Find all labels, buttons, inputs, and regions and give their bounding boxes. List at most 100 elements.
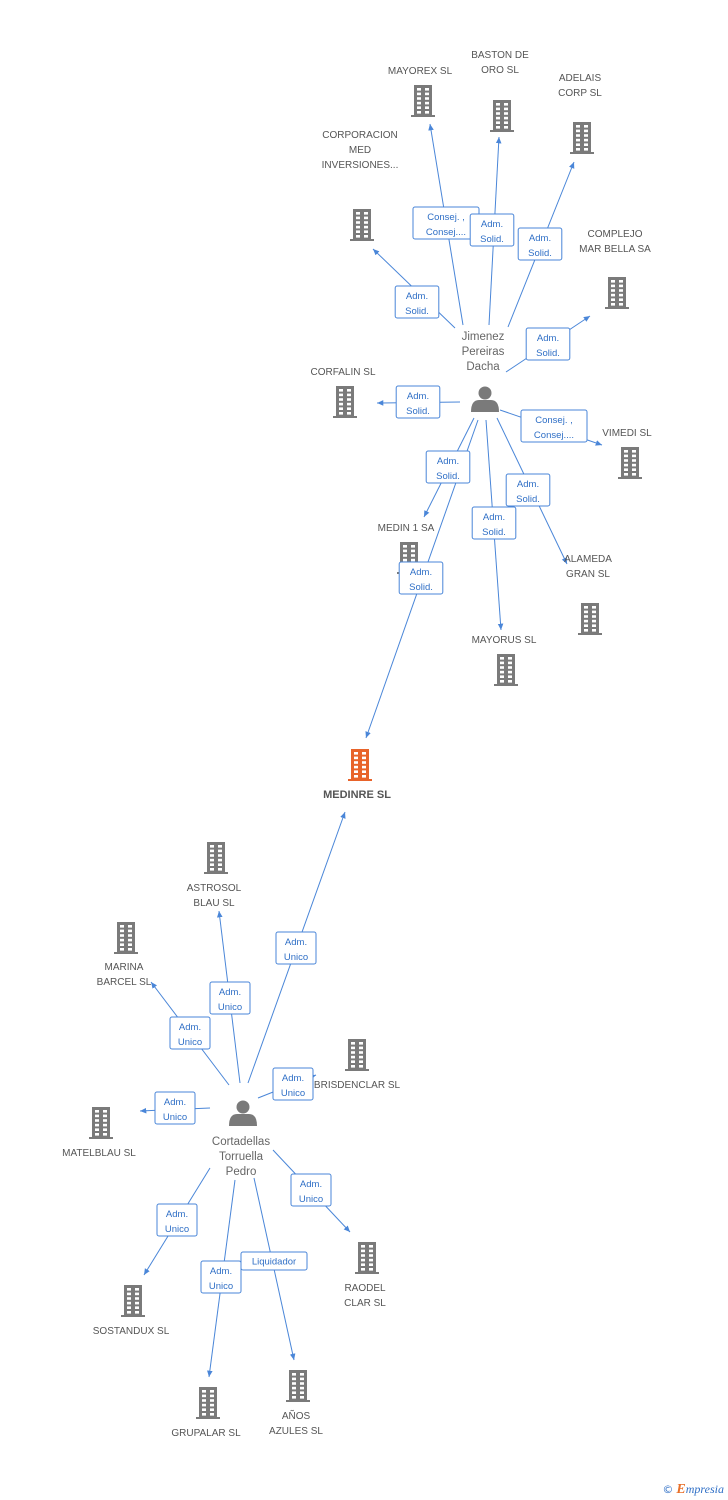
edge-label-text: Adm. Unico bbox=[178, 1022, 202, 1048]
edge-label-text-line: Adm. bbox=[210, 1266, 232, 1277]
company-label-anos-line: AÑOS bbox=[282, 1409, 311, 1422]
edge-label-text-line: Solid. bbox=[406, 406, 430, 417]
edge-label-text: Adm.Unico bbox=[163, 1097, 187, 1123]
person-icon-jimenez[interactable] bbox=[471, 386, 499, 413]
edge-label-text-line: Adm. bbox=[179, 1022, 201, 1033]
company-label-corporacion-line: INVERSIONES... bbox=[322, 160, 399, 171]
edge-label-box bbox=[517, 227, 563, 261]
company-building-icon-complejo[interactable] bbox=[605, 277, 629, 309]
edge-label-cortadellas-to-astrosol[interactable]: Adm.Unico bbox=[209, 981, 251, 1015]
company-label-alameda-line: ALAMEDA bbox=[564, 554, 612, 565]
company-building-icon-matelblau[interactable] bbox=[89, 1107, 113, 1139]
edge-label-text-line: Solid. bbox=[528, 248, 552, 259]
edge-label-cortadellas-to-brisdenclar[interactable]: Adm.Unico bbox=[272, 1067, 314, 1101]
edge-label-cortadellas-to-grupalar[interactable]: Adm.Unico bbox=[200, 1260, 242, 1294]
edge-label-text-line: Adm. bbox=[437, 456, 459, 467]
edge-label-jimenez-to-mayorus[interactable]: Adm.Solid. bbox=[471, 506, 517, 540]
edge-label-jimenez-to-corporacion[interactable]: Adm.Solid. bbox=[394, 285, 440, 319]
edge-label-box bbox=[505, 473, 551, 507]
edge-label-jimenez-to-corfalin[interactable]: Adm. Solid. bbox=[395, 385, 441, 419]
edge-label-box bbox=[169, 1016, 211, 1050]
edge-label-text-line: Liquidador bbox=[252, 1257, 296, 1268]
edge-label-text: Adm.Unico bbox=[165, 1209, 189, 1235]
edge-label-jimenez-to-medinre[interactable]: Adm.Solid. bbox=[398, 561, 444, 595]
edge-label-text-line: Adm. bbox=[481, 219, 503, 230]
edge-label-text-line: Adm. bbox=[407, 391, 429, 402]
edge-label-box bbox=[272, 1067, 314, 1101]
company-label-mayorex-line: MAYOREX SL bbox=[388, 66, 453, 77]
edge-label-cortadellas-to-medinre[interactable]: Adm.Unico bbox=[275, 931, 317, 965]
edge-label-cortadellas-to-sostandux[interactable]: Adm.Unico bbox=[156, 1203, 198, 1237]
company-label-marina-line: BARCEL SL bbox=[97, 977, 152, 988]
edge-label-text-line: Unico bbox=[178, 1037, 202, 1048]
edge-label-jimenez-to-adelais[interactable]: Adm. Solid. bbox=[517, 227, 563, 261]
company-building-icon-astrosol[interactable] bbox=[204, 842, 228, 874]
edge-label-text-line: Consej. , bbox=[535, 415, 573, 426]
person-label-cortadellas-line: Torruella bbox=[219, 1151, 264, 1163]
company-building-icon-brisdenclar[interactable] bbox=[345, 1039, 369, 1071]
edge-label-box bbox=[520, 409, 588, 443]
edge-label-jimenez-to-alameda[interactable]: Adm.Solid. bbox=[505, 473, 551, 507]
edge-label-jimenez-to-mayorex[interactable]: Consej. ,Consej.... bbox=[412, 206, 480, 240]
company-building-icon-sostandux[interactable] bbox=[121, 1285, 145, 1317]
edge-label-text-line: Unico bbox=[299, 1194, 323, 1205]
edge-label-jimenez-to-baston[interactable]: Adm. Solid. bbox=[469, 213, 515, 247]
company-building-icon-raodel[interactable] bbox=[355, 1242, 379, 1274]
edge-label-box bbox=[275, 931, 317, 965]
company-label-matelblau: MATELBLAU SL bbox=[62, 1148, 136, 1159]
company-label-mayorus-line: MAYORUS SL bbox=[472, 635, 537, 646]
company-building-icon-anos[interactable] bbox=[286, 1370, 310, 1402]
edge-label-jimenez-to-medin1[interactable]: Adm.Solid. bbox=[425, 450, 471, 484]
company-label-anos-line: AZULES SL bbox=[269, 1426, 323, 1437]
edge-label-text-line: Adm. bbox=[517, 479, 539, 490]
edge-label-box bbox=[471, 506, 517, 540]
edge-label-cortadellas-to-raodel[interactable]: Adm. Unico bbox=[290, 1173, 332, 1207]
edge-label-text: Adm.Unico bbox=[284, 937, 308, 963]
edge-label-cortadellas-to-matelblau[interactable]: Adm.Unico bbox=[154, 1091, 196, 1125]
edge-label-box bbox=[395, 385, 441, 419]
center-company-building-icon[interactable] bbox=[348, 749, 372, 781]
edge-label-cortadellas-to-anos[interactable]: Liquidador bbox=[240, 1251, 308, 1271]
edge-label-text-line: Consej.... bbox=[534, 430, 574, 441]
company-building-icon-grupalar[interactable] bbox=[196, 1387, 220, 1419]
company-label-brisdenclar: BRISDENCLAR SL bbox=[314, 1080, 401, 1091]
edge-label-text-line: Adm. bbox=[219, 987, 241, 998]
company-building-icon-mayorex[interactable] bbox=[411, 85, 435, 117]
company-label-medin1-line: MEDIN 1 SA bbox=[378, 523, 435, 534]
edge-label-text: Liquidador bbox=[252, 1257, 296, 1268]
company-building-icon-corporacion[interactable] bbox=[350, 209, 374, 241]
edge-label-text-line: Adm. bbox=[537, 333, 559, 344]
edge-label-jimenez-to-vimedi[interactable]: Consej. , Consej.... bbox=[520, 409, 588, 443]
company-building-icon-baston[interactable] bbox=[490, 100, 514, 132]
company-label-vimedi: VIMEDI SL bbox=[602, 428, 652, 439]
company-building-icon-marina[interactable] bbox=[114, 922, 138, 954]
company-building-icon-mayorus[interactable] bbox=[494, 654, 518, 686]
company-label-anos: AÑOS AZULES SL bbox=[269, 1409, 323, 1437]
company-label-corporacion: CORPORACION MED INVERSIONES... bbox=[322, 130, 399, 171]
edge-label-text: Adm. Solid. bbox=[528, 233, 552, 259]
company-building-icon-adelais[interactable] bbox=[570, 122, 594, 154]
company-building-icon-vimedi[interactable] bbox=[618, 447, 642, 479]
edge-label-text-line: Adm. bbox=[285, 937, 307, 948]
company-label-corporacion-line: CORPORACION bbox=[322, 130, 398, 141]
company-building-icon-corfalin[interactable] bbox=[333, 386, 357, 418]
company-label-astrosol-line: BLAU SL bbox=[193, 898, 235, 909]
edge-label-text-line: Solid. bbox=[480, 234, 504, 245]
edge-label-text-line: Unico bbox=[163, 1112, 187, 1123]
person-icon-cortadellas[interactable] bbox=[229, 1100, 257, 1127]
edge-label-jimenez-to-complejo[interactable]: Adm.Solid. bbox=[525, 327, 571, 361]
company-label-baston-line: ORO SL bbox=[481, 65, 519, 76]
company-building-icon-alameda[interactable] bbox=[578, 603, 602, 635]
company-label-corporacion-line: MED bbox=[349, 145, 371, 156]
edge-label-box bbox=[154, 1091, 196, 1125]
edge-label-text-line: Adm. bbox=[529, 233, 551, 244]
edge-label-box bbox=[525, 327, 571, 361]
company-label-grupalar-line: GRUPALAR SL bbox=[171, 1428, 241, 1439]
edge-label-text-line: Adm. bbox=[300, 1179, 322, 1190]
edge-label-box bbox=[156, 1203, 198, 1237]
edge-label-cortadellas-to-marina[interactable]: Adm. Unico bbox=[169, 1016, 211, 1050]
brand-footer[interactable]: ©Empresia bbox=[662, 1482, 724, 1498]
copyright-symbol: © bbox=[662, 1483, 674, 1496]
